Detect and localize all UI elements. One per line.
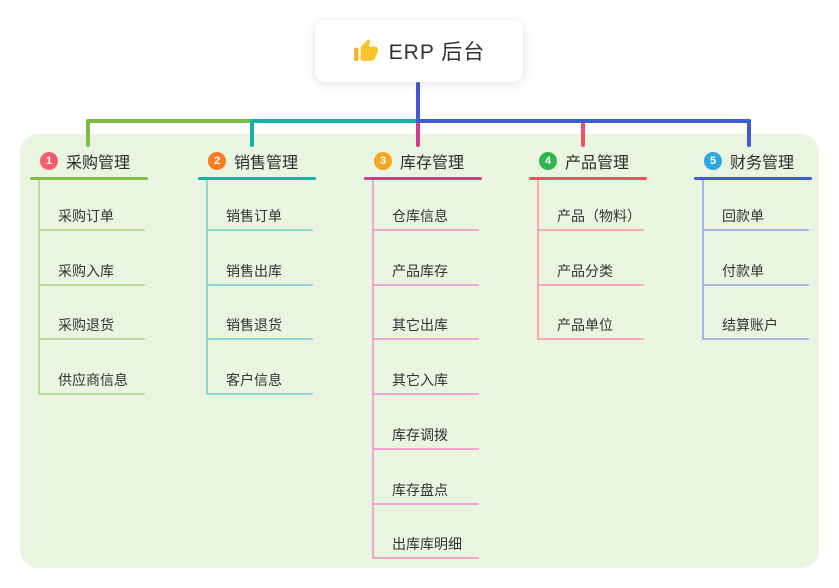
branch-number-badge: 3 bbox=[374, 152, 392, 170]
child-underline bbox=[38, 338, 145, 340]
bus-drop-1 bbox=[86, 119, 90, 147]
child-node[interactable]: 库存调拨 bbox=[392, 427, 448, 443]
root-node[interactable]: ERP 后台 bbox=[315, 20, 523, 82]
branch-node-3[interactable]: 3 库存管理 bbox=[364, 147, 464, 175]
bus-drop-4 bbox=[581, 119, 585, 147]
child-node[interactable]: 采购订单 bbox=[58, 208, 114, 224]
bus-drop-5 bbox=[747, 119, 751, 147]
child-node[interactable]: 仓库信息 bbox=[392, 208, 448, 224]
child-node[interactable]: 产品（物料） bbox=[557, 208, 641, 224]
thumbs-up-icon bbox=[353, 38, 379, 64]
root-stem-line bbox=[416, 82, 420, 123]
child-underline bbox=[537, 338, 644, 340]
child-underline bbox=[372, 229, 479, 231]
child-node[interactable]: 产品分类 bbox=[557, 263, 613, 279]
branch-tree-line-1 bbox=[38, 180, 40, 396]
branch-number-badge: 5 bbox=[704, 152, 722, 170]
child-underline bbox=[372, 503, 479, 505]
branch-number-badge: 4 bbox=[539, 152, 557, 170]
child-underline bbox=[372, 338, 479, 340]
bus-segment-teal bbox=[250, 119, 418, 123]
branch-underline-5 bbox=[694, 177, 812, 180]
child-node[interactable]: 库存盘点 bbox=[392, 482, 448, 498]
branch-tree-line-4 bbox=[537, 180, 539, 341]
child-underline bbox=[702, 338, 809, 340]
child-underline bbox=[206, 284, 313, 286]
branch-number-badge: 2 bbox=[208, 152, 226, 170]
bus-drop-3 bbox=[416, 119, 420, 147]
bus-drop-2 bbox=[250, 119, 254, 147]
child-underline bbox=[702, 284, 809, 286]
branch-tree-line-2 bbox=[206, 180, 208, 396]
child-underline bbox=[537, 284, 644, 286]
child-node[interactable]: 采购入库 bbox=[58, 263, 114, 279]
child-node[interactable]: 其它出库 bbox=[392, 317, 448, 333]
branch-label: 库存管理 bbox=[400, 155, 465, 172]
child-node[interactable]: 其它入库 bbox=[392, 372, 448, 388]
child-node[interactable]: 出库库明细 bbox=[392, 536, 462, 552]
child-node[interactable]: 结算账户 bbox=[722, 317, 778, 333]
branch-node-4[interactable]: 4 产品管理 bbox=[529, 147, 629, 175]
branch-tree-line-5 bbox=[702, 180, 704, 341]
child-underline bbox=[372, 393, 479, 395]
child-node[interactable]: 产品库存 bbox=[392, 263, 448, 279]
child-node[interactable]: 客户信息 bbox=[226, 372, 282, 388]
branch-underline-1 bbox=[30, 177, 148, 180]
child-underline bbox=[702, 229, 809, 231]
branch-underline-2 bbox=[198, 177, 316, 180]
child-underline bbox=[372, 557, 479, 559]
child-underline bbox=[206, 229, 313, 231]
child-node[interactable]: 销售出库 bbox=[226, 263, 282, 279]
branch-number-badge: 1 bbox=[40, 152, 58, 170]
child-node[interactable]: 供应商信息 bbox=[58, 372, 128, 388]
child-node[interactable]: 产品单位 bbox=[557, 317, 613, 333]
child-node[interactable]: 采购退货 bbox=[58, 317, 114, 333]
child-underline bbox=[537, 229, 644, 231]
bus-segment-blue bbox=[416, 119, 751, 123]
child-underline bbox=[206, 393, 313, 395]
branch-node-5[interactable]: 5 财务管理 bbox=[694, 147, 794, 175]
root-title: ERP 后台 bbox=[388, 41, 486, 64]
child-underline bbox=[38, 393, 145, 395]
branch-label: 产品管理 bbox=[565, 155, 630, 172]
child-node[interactable]: 回款单 bbox=[722, 208, 764, 224]
branch-underline-3 bbox=[364, 177, 482, 180]
child-node[interactable]: 销售订单 bbox=[226, 208, 282, 224]
branch-node-1[interactable]: 1 采购管理 bbox=[30, 147, 130, 175]
branch-underline-4 bbox=[529, 177, 647, 180]
bus-segment-green bbox=[86, 119, 252, 123]
child-underline bbox=[38, 229, 145, 231]
child-underline bbox=[372, 448, 479, 450]
branch-label: 采购管理 bbox=[66, 155, 131, 172]
child-node[interactable]: 付款单 bbox=[722, 263, 764, 279]
child-underline bbox=[38, 284, 145, 286]
branches-panel bbox=[20, 134, 819, 568]
child-node[interactable]: 销售退货 bbox=[226, 317, 282, 333]
branch-node-2[interactable]: 2 销售管理 bbox=[198, 147, 298, 175]
branch-label: 销售管理 bbox=[234, 155, 299, 172]
child-underline bbox=[206, 338, 313, 340]
child-underline bbox=[372, 284, 479, 286]
branch-label: 财务管理 bbox=[730, 155, 795, 172]
branch-tree-line-3 bbox=[372, 180, 374, 560]
